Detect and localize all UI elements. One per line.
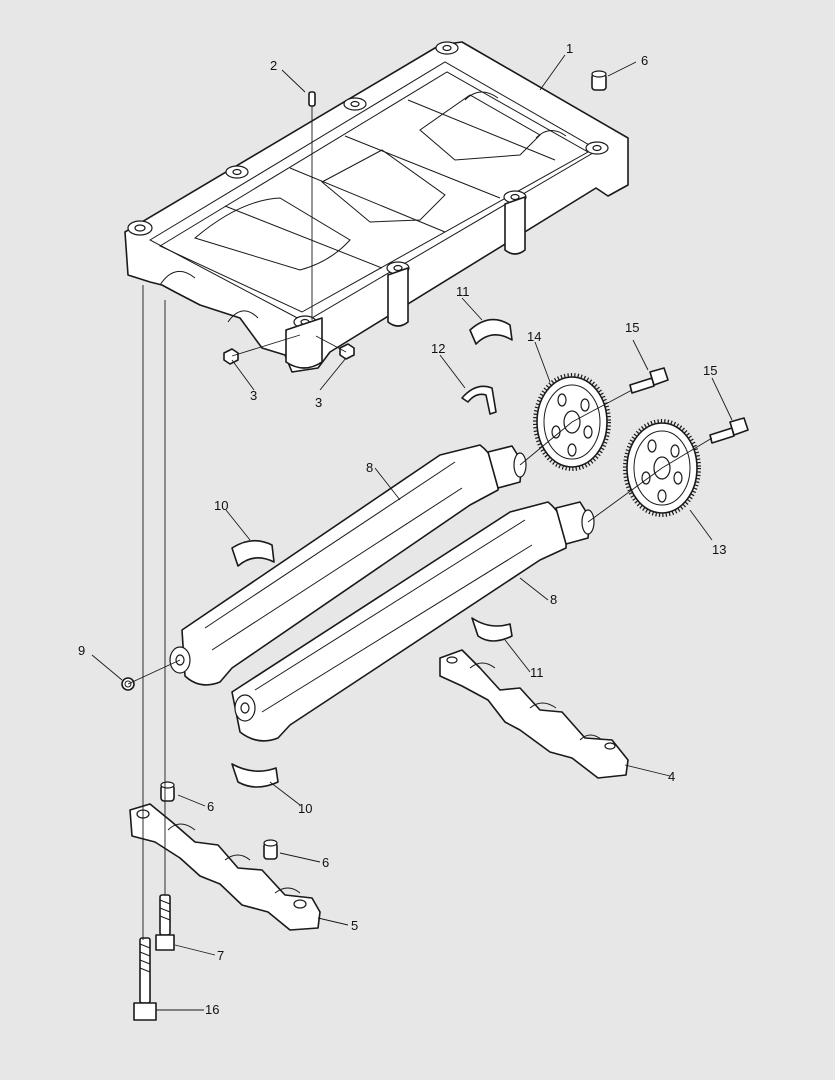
callout-1: 1 <box>566 41 573 56</box>
part-balancer-shaft-lower <box>231 501 595 742</box>
part-gear-bolt-upper <box>629 367 669 394</box>
callout-10-upper: 10 <box>214 498 228 513</box>
callout-12: 12 <box>431 341 445 356</box>
callout-9: 9 <box>78 643 85 658</box>
callout-leaders <box>91 54 733 1011</box>
callout-6-top: 6 <box>641 53 648 68</box>
part-sleeve-mid <box>160 781 175 802</box>
part-frame <box>124 41 629 373</box>
part-dowel-pin <box>308 91 316 107</box>
part-bearing-cap-right <box>439 649 629 779</box>
part-bearing-shell-10-upper <box>231 539 275 567</box>
callout-7: 7 <box>217 948 224 963</box>
part-gear-bolt-lower <box>709 417 749 444</box>
callout-16: 16 <box>205 1002 219 1017</box>
callout-14: 14 <box>527 329 541 344</box>
part-nut-left <box>223 348 239 365</box>
part-thrust-washer <box>461 385 497 415</box>
part-nut-right <box>339 343 355 360</box>
callout-11-lower: 11 <box>530 665 544 680</box>
callout-5: 5 <box>351 918 358 933</box>
part-bearing-shell-lower <box>471 617 513 642</box>
callout-11-top: 11 <box>456 284 470 299</box>
assembly-lines <box>127 106 713 940</box>
callout-6-mid: 6 <box>207 799 214 814</box>
callout-13: 13 <box>712 542 726 557</box>
callout-10-lower: 10 <box>298 801 312 816</box>
part-bearing-shell-upper <box>469 318 513 345</box>
part-bearing-shell-10-lower <box>231 763 279 788</box>
callout-3-right: 3 <box>315 395 322 410</box>
callout-15-lower: 15 <box>703 363 717 378</box>
callout-labels: 1 2 6 3 3 11 12 14 15 15 8 10 13 8 9 11 … <box>78 41 726 1017</box>
part-plug <box>121 677 135 691</box>
callout-3-left: 3 <box>250 388 257 403</box>
part-bolt-7 <box>155 894 175 951</box>
part-sleeve-top <box>591 70 607 91</box>
part-bolt-16 <box>133 937 157 1021</box>
callout-4: 4 <box>668 769 675 784</box>
callout-6-low: 6 <box>322 855 329 870</box>
part-balancer-shaft-upper <box>169 444 527 686</box>
part-bearing-cap-left <box>129 803 321 931</box>
callout-15-upper: 15 <box>625 320 639 335</box>
callout-8-upper: 8 <box>366 460 373 475</box>
part-sleeve-low <box>263 839 278 860</box>
callout-8-lower: 8 <box>550 592 557 607</box>
callout-2: 2 <box>270 58 277 73</box>
